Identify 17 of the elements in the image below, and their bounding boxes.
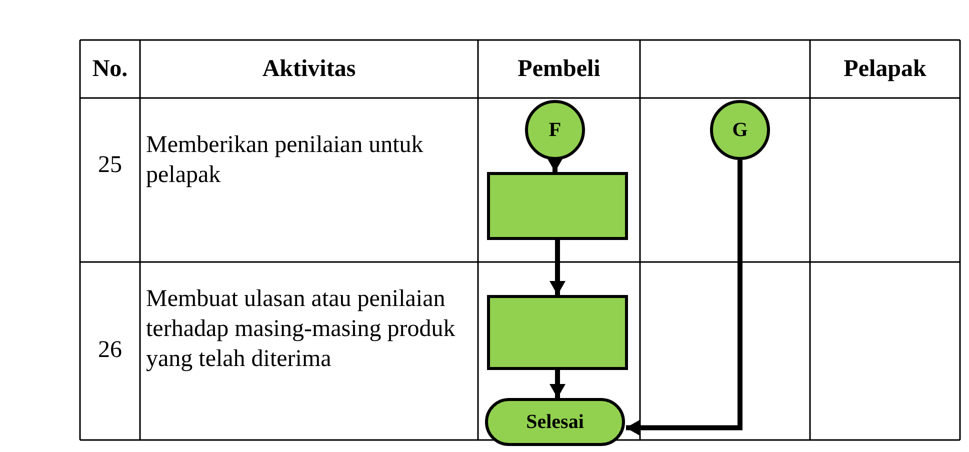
column-header: Aktivitas xyxy=(261,55,357,84)
row-number: 25 xyxy=(97,151,123,180)
process-box xyxy=(487,295,628,370)
activity-text: Memberikan penilaian untuk pelapak xyxy=(146,131,424,190)
connector-circle: F xyxy=(525,100,585,160)
process-box xyxy=(487,172,628,240)
column-header: No. xyxy=(91,55,129,84)
arrow xyxy=(626,160,742,436)
terminator-shape: Selesai xyxy=(485,398,625,446)
row-number: 26 xyxy=(97,336,123,365)
connector-circle: G xyxy=(710,100,770,160)
activity-text: Membuat ulasan atau penilaian terhadap masing-masing produk yang telah diterima xyxy=(146,285,456,374)
arrow xyxy=(550,370,566,398)
arrow xyxy=(550,240,566,295)
column-header: Pembeli xyxy=(516,55,602,84)
column-header: Pelapak xyxy=(842,55,928,84)
arrow xyxy=(547,158,563,172)
